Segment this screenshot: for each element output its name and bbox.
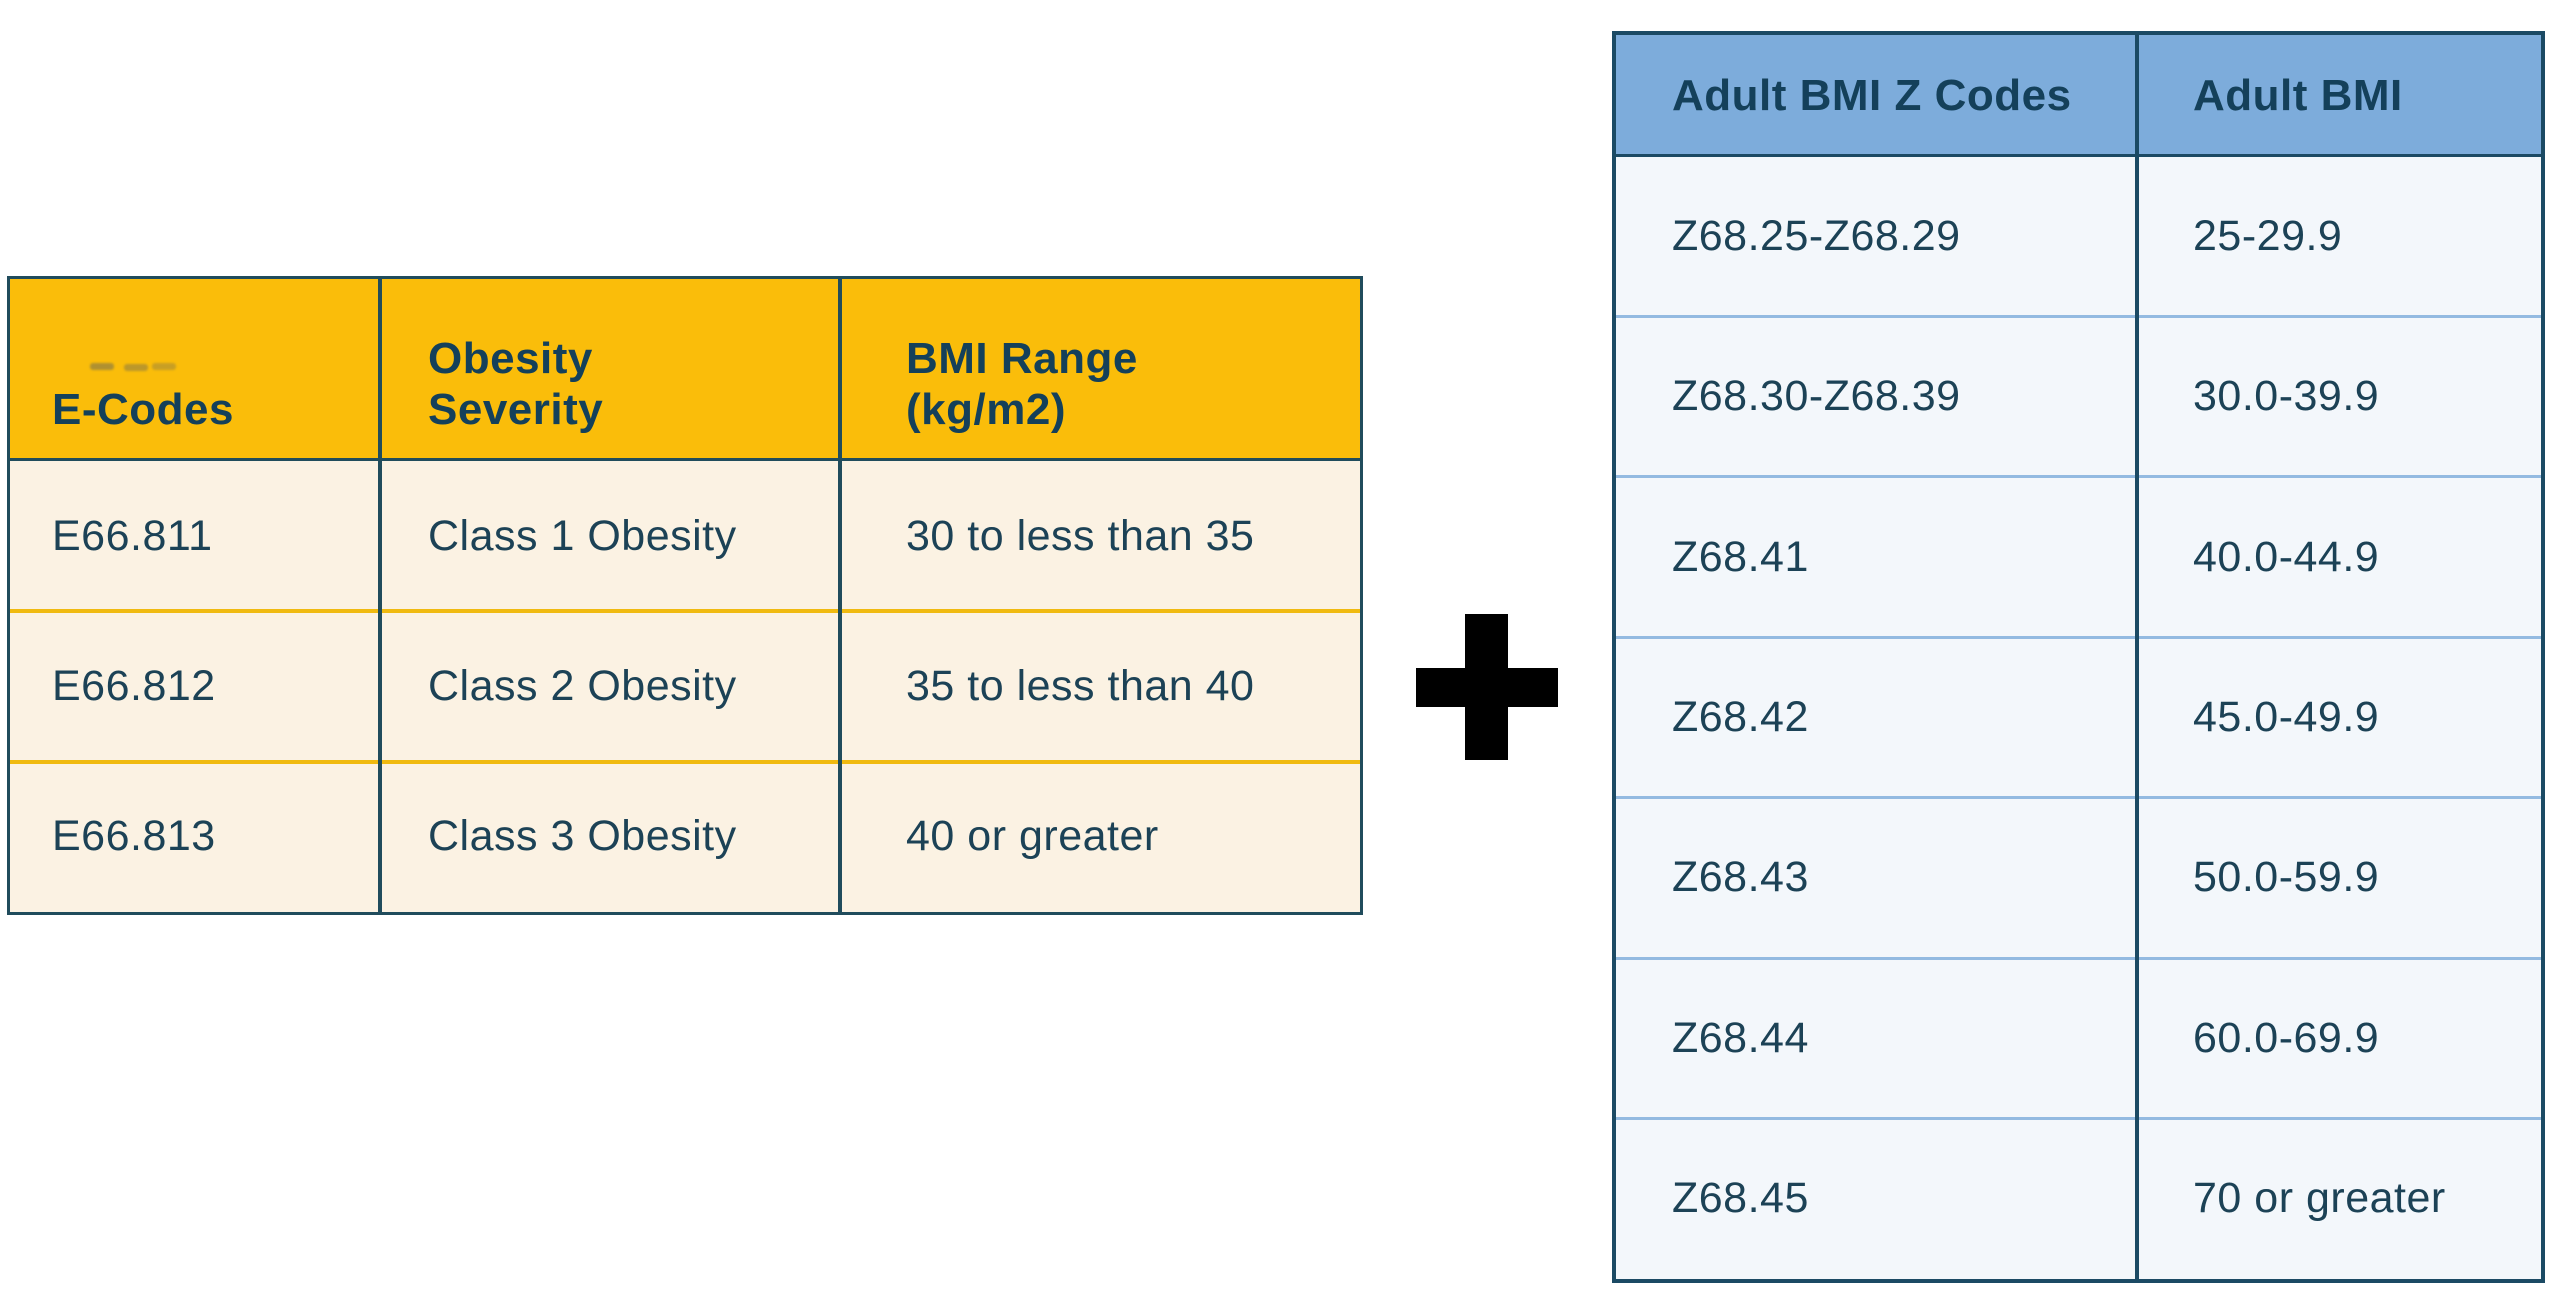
z-codes-header-bmi: Adult BMI <box>2137 35 2541 156</box>
e-codes-cell-range: 40 or greater <box>906 812 1159 861</box>
z-codes-cell-bmi: 40.0-44.9 <box>2193 532 2380 581</box>
e-codes-cell-code: E66.811 <box>52 511 213 560</box>
adult-bmi-z-codes-table: Adult BMI Z Codes Adult BMI Z68.25-Z68.2… <box>1612 31 2545 1283</box>
e-codes-table: E-Codes Obesity Severity BMI Range (kg/m… <box>7 276 1363 915</box>
row-separator <box>10 760 1360 764</box>
z-codes-cell-code: Z68.30-Z68.39 <box>1672 372 1961 421</box>
row-separator <box>10 609 1360 613</box>
row-separator <box>1616 957 2541 960</box>
e-codes-cell-range: 35 to less than 40 <box>906 661 1255 710</box>
e-codes-cell-severity: Class 2 Obesity <box>428 661 737 710</box>
e-codes-header-severity: Obesity Severity <box>381 279 841 461</box>
z-codes-cell-bmi: 70 or greater <box>2193 1174 2446 1223</box>
row-separator <box>1616 315 2541 318</box>
column-divider <box>838 279 842 912</box>
plus-icon <box>1416 614 1558 760</box>
e-codes-cell-range: 30 to less than 35 <box>906 511 1255 560</box>
row-separator <box>1616 1117 2541 1120</box>
erased-text-smudge <box>90 363 114 370</box>
row-separator <box>1616 636 2541 639</box>
z-codes-cell-code: Z68.43 <box>1672 853 1809 902</box>
z-codes-cell-code: Z68.45 <box>1672 1174 1809 1223</box>
column-divider <box>2135 35 2139 1279</box>
z-codes-header-codes: Adult BMI Z Codes <box>1616 35 2137 156</box>
e-codes-cell-severity: Class 3 Obesity <box>428 812 737 861</box>
e-codes-header-bmi-range: BMI Range (kg/m2) <box>841 279 1360 461</box>
z-codes-cell-bmi: 30.0-39.9 <box>2193 372 2380 421</box>
row-separator <box>1616 475 2541 478</box>
header-divider <box>1616 154 2541 157</box>
header-divider <box>10 458 1360 461</box>
e-codes-header-codes: E-Codes <box>10 279 381 461</box>
e-codes-cell-severity: Class 1 Obesity <box>428 511 737 560</box>
z-codes-cell-bmi: 60.0-69.9 <box>2193 1013 2380 1062</box>
z-codes-cell-bmi: 45.0-49.9 <box>2193 692 2380 741</box>
z-codes-cell-code: Z68.25-Z68.29 <box>1672 211 1961 260</box>
column-divider <box>378 279 382 912</box>
z-codes-cell-code: Z68.41 <box>1672 532 1809 581</box>
z-codes-cell-code: Z68.42 <box>1672 692 1809 741</box>
e-codes-cell-code: E66.813 <box>52 812 216 861</box>
z-codes-cell-bmi: 25-29.9 <box>2193 211 2343 260</box>
z-codes-cell-bmi: 50.0-59.9 <box>2193 853 2380 902</box>
z-codes-cell-code: Z68.44 <box>1672 1013 1809 1062</box>
plus-icon-horizontal-bar <box>1416 668 1558 707</box>
row-separator <box>1616 796 2541 799</box>
e-codes-cell-code: E66.812 <box>52 661 216 710</box>
